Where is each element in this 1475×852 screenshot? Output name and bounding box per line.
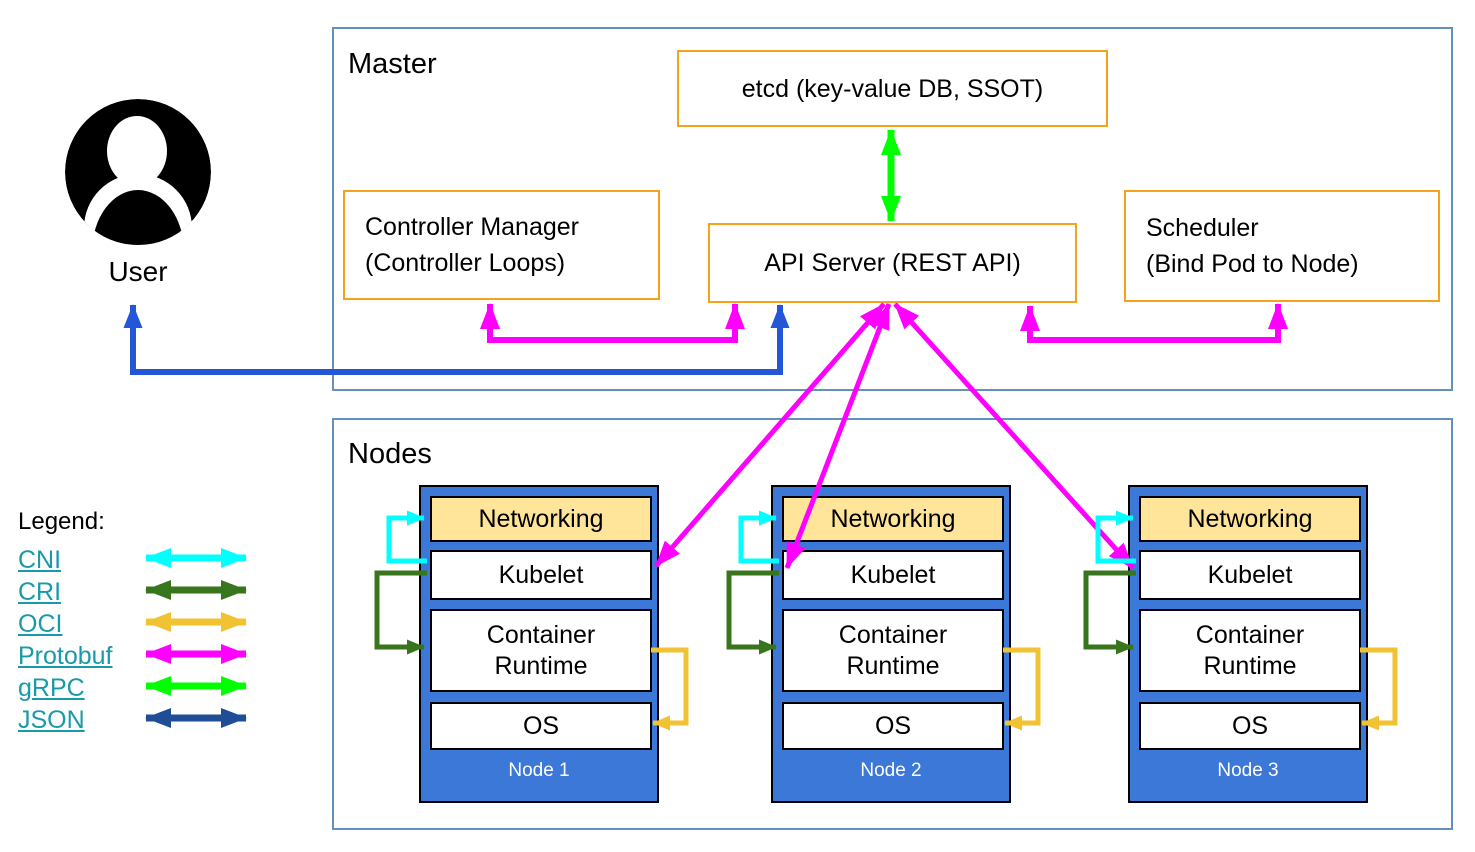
json-link[interactable]: JSON	[18, 706, 85, 734]
scheduler-box: Scheduler (Bind Pod to Node)	[1124, 190, 1440, 302]
node-3-label: Node 3	[1217, 760, 1279, 781]
cni-link[interactable]: CNI	[18, 546, 62, 574]
node-3-os-layer: OS	[1139, 702, 1361, 750]
etcd-label: etcd (key-value DB, SSOT)	[741, 74, 1044, 103]
legend-item-json: JSON	[18, 704, 113, 736]
node-1-networking-layer: Networking	[430, 496, 652, 542]
legend-item-cri: CRI	[18, 576, 113, 608]
legend-item-protobuf: Protobuf	[18, 640, 113, 672]
node-3: Networking Kubelet Container Runtime OS …	[1128, 485, 1368, 803]
legend-item-cni: CNI	[18, 544, 113, 576]
etcd-box: etcd (key-value DB, SSOT)	[677, 50, 1108, 127]
node-1-container-runtime-layer: Container Runtime	[430, 609, 652, 692]
controller-manager-box: Controller Manager (Controller Loops)	[343, 190, 660, 300]
oci-link[interactable]: OCI	[18, 610, 63, 638]
api-server-box: API Server (REST API)	[708, 223, 1077, 303]
master-title: Master	[348, 48, 437, 80]
protobuf-link[interactable]: Protobuf	[18, 642, 113, 670]
scheduler-label-line1: Scheduler	[1146, 214, 1259, 242]
node-1-os-layer: OS	[430, 702, 652, 750]
nodes-title: Nodes	[348, 438, 432, 470]
node-3-kubelet-layer: Kubelet	[1139, 550, 1361, 600]
legend-item-grpc: gRPC	[18, 672, 113, 704]
api-server-label: API Server (REST API)	[764, 249, 1021, 277]
controller-manager-label-line1: Controller Manager	[365, 213, 579, 241]
node-2-label: Node 2	[860, 760, 922, 781]
master-panel	[332, 27, 1453, 391]
controller-manager-label-line2: (Controller Loops)	[365, 249, 566, 277]
user-label: User	[108, 256, 168, 287]
user-avatar-icon	[65, 99, 211, 245]
node-1: Networking Kubelet Container Runtime OS …	[419, 485, 659, 803]
node-2-container-runtime-label: Container Runtime	[838, 620, 948, 680]
nodes-panel	[332, 418, 1453, 830]
node-1-container-runtime-label: Container Runtime	[486, 620, 596, 680]
grpc-link[interactable]: gRPC	[18, 674, 85, 702]
cri-link[interactable]: CRI	[18, 578, 62, 606]
node-2-os-layer: OS	[782, 702, 1004, 750]
node-3-networking-layer: Networking	[1139, 496, 1361, 542]
scheduler-label-line2: (Bind Pod to Node)	[1146, 250, 1359, 278]
legend-title: Legend:	[18, 508, 105, 535]
node-2: Networking Kubelet Container Runtime OS …	[771, 485, 1011, 803]
node-1-label: Node 1	[508, 760, 570, 781]
node-1-kubelet-layer: Kubelet	[430, 550, 652, 600]
node-2-kubelet-layer: Kubelet	[782, 550, 1004, 600]
node-2-networking-layer: Networking	[782, 496, 1004, 542]
node-2-container-runtime-layer: Container Runtime	[782, 609, 1004, 692]
legend: Legend: CNI CRI OCI Protobuf gRPC JSON	[18, 508, 113, 736]
node-3-container-runtime-layer: Container Runtime	[1139, 609, 1361, 692]
node-3-container-runtime-label: Container Runtime	[1195, 620, 1305, 680]
legend-item-oci: OCI	[18, 608, 113, 640]
